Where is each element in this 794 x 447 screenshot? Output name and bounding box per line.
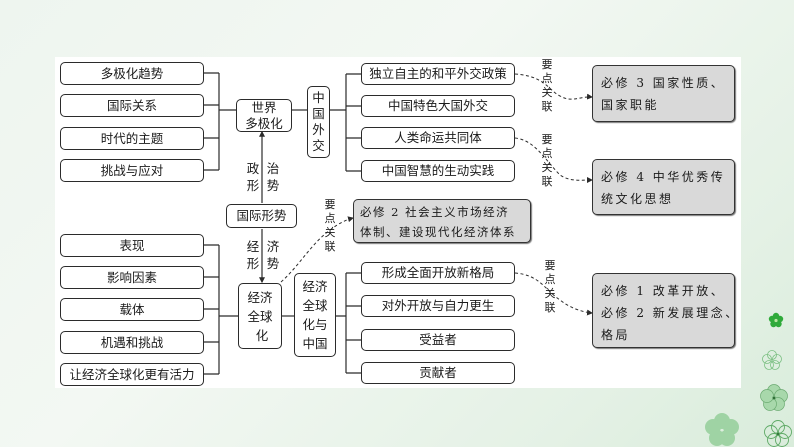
label-char: 治 xyxy=(266,161,280,176)
module-text: 国家职能 xyxy=(601,98,660,113)
node-text: 全球 xyxy=(247,308,273,324)
module-text: 必修 2 社会主义市场经济 xyxy=(360,205,510,219)
node-text: 交 xyxy=(312,138,325,153)
node-text: 经济 xyxy=(302,279,328,294)
bracket-globalization xyxy=(336,272,361,374)
flower-decoration-large xyxy=(705,413,739,446)
label-char: 要 xyxy=(541,133,553,146)
module-box-required-3: 必修 3 国家性质、 国家职能 xyxy=(592,65,735,122)
label-char: 势 xyxy=(266,256,280,271)
topic-box-vitality: 让经济全球化更有活力 xyxy=(60,363,204,386)
module-box-required-1-2: 必修 1 改革开放、 必修 2 新发展理念、 格局 xyxy=(592,273,740,348)
globalization-box-contributor: 贡献者 xyxy=(361,362,515,384)
node-text: 化 xyxy=(255,327,269,343)
module-text: 格局 xyxy=(601,328,631,343)
topic-box-era-theme: 时代的主题 xyxy=(60,127,204,150)
module-text: 统文化思想 xyxy=(601,192,674,207)
label-char: 联 xyxy=(544,301,556,314)
node-international-situation: 国际形势 xyxy=(226,204,297,228)
label-char: 济 xyxy=(266,239,280,254)
diplomacy-box-china-wisdom: 中国智慧的生动实践 xyxy=(361,160,515,182)
module-box-required-2-economy: 必修 2 社会主义市场经济 体制、建设现代化经济体系 xyxy=(353,199,531,243)
flower-icon xyxy=(768,312,784,328)
key-link-label-2: 要 点 关 联 xyxy=(540,133,554,189)
topic-box-carrier: 载体 xyxy=(60,298,204,321)
globalization-box-new-pattern: 形成全面开放新格局 xyxy=(361,262,515,284)
module-text: 必修 1 改革开放、 xyxy=(601,284,726,298)
module-text: 必修 3 国家性质、 xyxy=(601,76,726,90)
globalization-box-self-reliance: 对外开放与自力更生 xyxy=(361,295,515,317)
diplomacy-box-independent-policy: 独立自主的和平外交政策 xyxy=(361,63,515,85)
label-char: 形 xyxy=(246,256,260,271)
bracket-left-bottom xyxy=(204,244,238,375)
label-char: 关 xyxy=(541,86,553,99)
label-char: 政 xyxy=(246,161,260,176)
node-china-diplomacy: 中 国 外 交 xyxy=(307,86,330,158)
node-text: 外 xyxy=(312,122,325,137)
dashed-link-4 xyxy=(514,272,593,316)
flower-filled-icon xyxy=(760,384,788,411)
node-text: 世界 xyxy=(251,99,277,115)
label-char: 点 xyxy=(324,212,336,225)
node-globalization-and-china: 经济 全球 化与 中国 xyxy=(294,273,336,357)
key-link-label-1: 要 点 关 联 xyxy=(540,58,554,114)
label-char: 势 xyxy=(266,178,280,193)
module-text: 必修 4 中华优秀传 xyxy=(601,170,726,184)
label-char: 点 xyxy=(541,72,553,85)
label-char: 形 xyxy=(246,178,260,193)
topic-box-challenges: 挑战与应对 xyxy=(60,159,204,182)
topic-box-multipolar-trend: 多极化趋势 xyxy=(60,62,204,85)
label-char: 要 xyxy=(544,259,556,272)
node-text: 中国 xyxy=(302,336,328,351)
node-text: 多极化 xyxy=(245,115,283,131)
label-char: 经 xyxy=(246,239,260,254)
dashed-link-2 xyxy=(514,137,593,184)
node-text: 化与 xyxy=(302,317,328,332)
label-char: 点 xyxy=(541,147,553,160)
label-char: 关 xyxy=(541,161,553,174)
key-link-label-4: 要 点 关 联 xyxy=(543,259,557,315)
label-char: 联 xyxy=(324,240,336,253)
globalization-box-beneficiary: 受益者 xyxy=(361,329,515,351)
dashed-link-3 xyxy=(280,216,354,283)
topic-box-opportunities: 机遇和挑战 xyxy=(60,331,204,354)
label-char: 联 xyxy=(541,175,553,188)
topic-box-manifestation: 表现 xyxy=(60,234,204,257)
label-char: 联 xyxy=(541,100,553,113)
label-political-right: 治 势 xyxy=(266,160,280,194)
diplomacy-box-shared-future: 人类命运共同体 xyxy=(361,127,515,149)
flower-filled-icon xyxy=(705,413,739,446)
label-economic-right: 济 势 xyxy=(266,238,280,272)
module-text: 必修 2 新发展理念、 xyxy=(601,306,740,321)
bracket-diplomacy xyxy=(330,73,361,172)
dashed-link-1 xyxy=(514,73,593,100)
module-box-required-4: 必修 4 中华优秀传 统文化思想 xyxy=(592,159,735,215)
flower-outline-icon xyxy=(764,420,792,447)
label-char: 要 xyxy=(324,198,336,211)
key-link-label-3: 要 点 关 联 xyxy=(323,198,337,254)
flower-outline-icon xyxy=(762,350,782,370)
bracket-left-top xyxy=(204,72,236,171)
label-char: 点 xyxy=(544,273,556,286)
label-char: 关 xyxy=(324,226,336,239)
node-world-multipolarization: 世界 多极化 xyxy=(236,99,292,132)
flower-decoration xyxy=(760,312,792,447)
node-text: 中 xyxy=(312,90,325,105)
label-economic-left: 经 形 xyxy=(246,238,260,272)
topic-box-factors: 影响因素 xyxy=(60,266,204,289)
topic-box-international-relations: 国际关系 xyxy=(60,94,204,117)
node-text: 国 xyxy=(312,106,325,121)
node-text: 经济 xyxy=(247,289,273,305)
diplomacy-box-major-country: 中国特色大国外交 xyxy=(361,95,515,117)
label-political-left: 政 形 xyxy=(246,160,260,194)
label-char: 要 xyxy=(541,58,553,71)
node-economic-globalization: 经济 全球 化 xyxy=(238,283,282,349)
module-text: 体制、建设现代化经济体系 xyxy=(360,224,516,239)
node-text: 全球 xyxy=(302,298,328,313)
label-char: 关 xyxy=(544,287,556,300)
